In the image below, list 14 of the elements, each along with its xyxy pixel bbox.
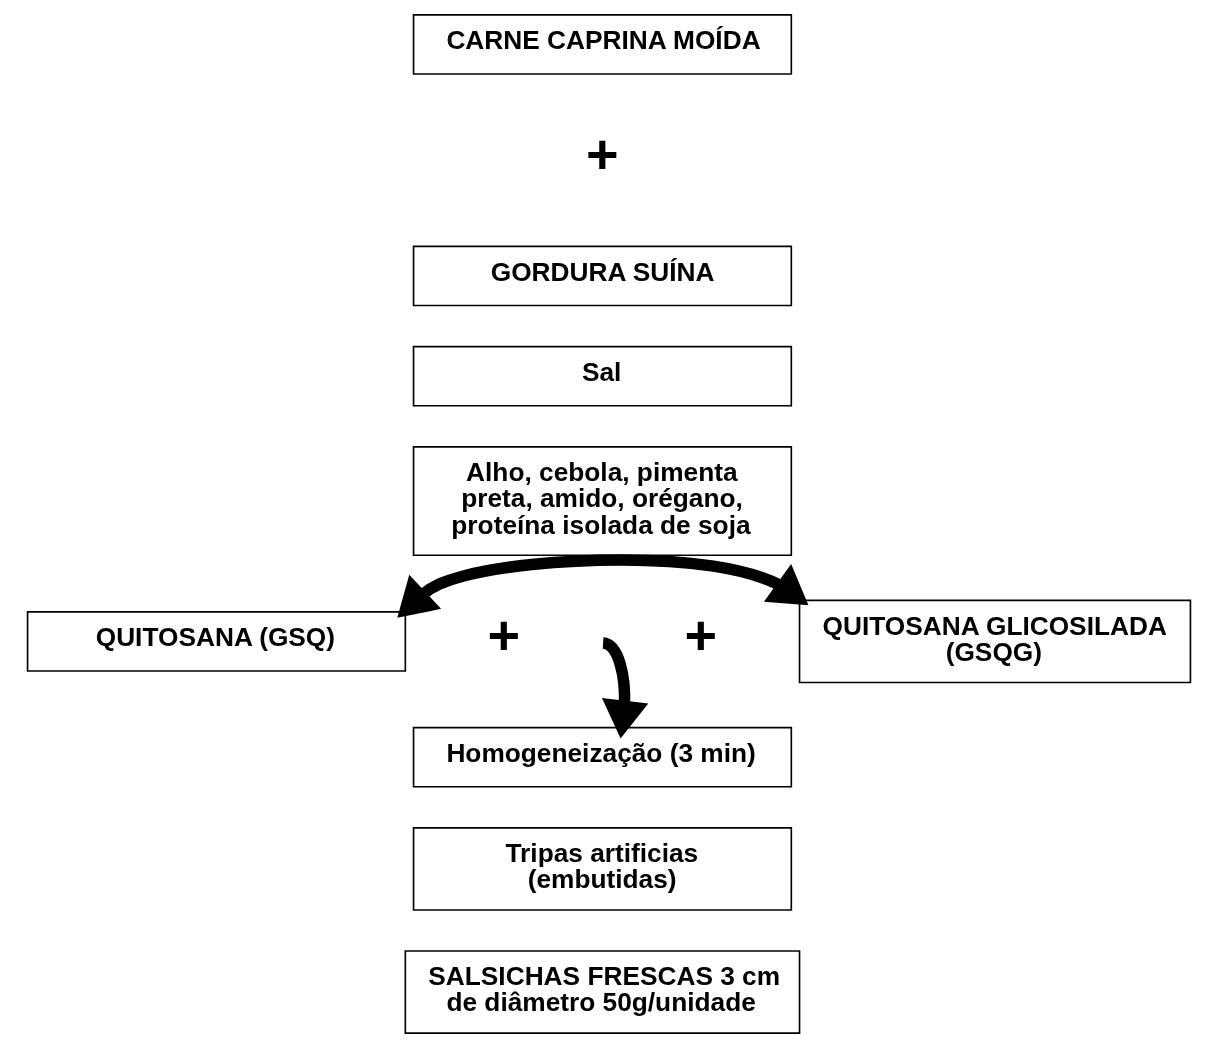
- node-box: CARNE CAPRINA MOÍDA: [412, 14, 792, 75]
- label: +: [684, 603, 717, 667]
- node-box: Homogeneização (3 min): [412, 726, 792, 788]
- arrow: [601, 637, 648, 739]
- node-box: QUITOSANA GLICOSILADA (GSQG): [798, 599, 1191, 684]
- label: +: [585, 121, 619, 185]
- node-box: Sal: [412, 345, 792, 407]
- arrow: [396, 554, 808, 618]
- node-box: Alho, cebola, pimenta preta, amido, orégano, proteína isolada de soja: [412, 446, 792, 557]
- node-box: Tripas artificias (embutidas): [412, 827, 792, 911]
- node-box: SALSICHAS FRESCAS 3 cm de diâmetro 50g/unidade: [404, 950, 800, 1034]
- node-box: GORDURA SUÍNA: [412, 245, 792, 307]
- label: +: [486, 603, 520, 667]
- node-box: QUITOSANA (GSQ): [26, 611, 406, 672]
